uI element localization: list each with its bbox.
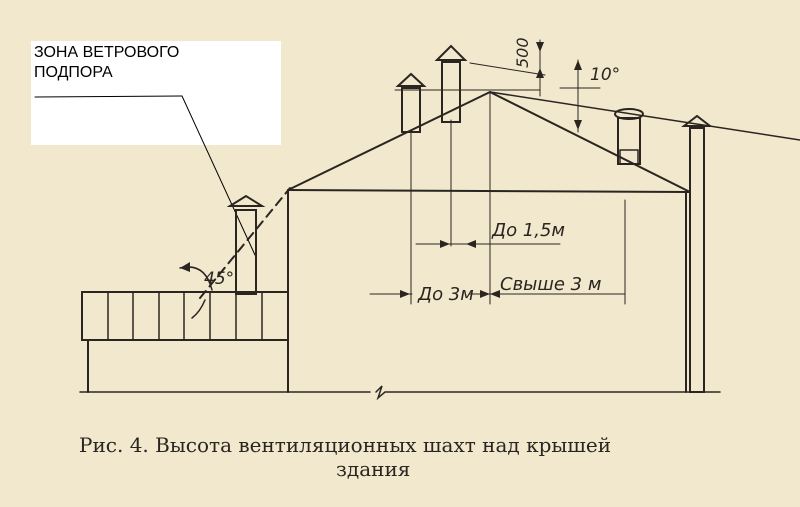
callout-box bbox=[31, 41, 281, 145]
annex-shaft bbox=[226, 194, 266, 295]
ten-degree-line bbox=[489, 91, 800, 141]
dim-500-label: 500 bbox=[513, 37, 532, 68]
angle-45-label: 45° bbox=[204, 269, 234, 289]
over-3m-label: Свыше 3 м bbox=[500, 274, 601, 295]
ground-line bbox=[79, 385, 721, 401]
wind-zone-boundary bbox=[199, 187, 291, 299]
angle-10-label: 10° bbox=[590, 65, 620, 85]
up-to-3m-label: До 3м bbox=[417, 284, 474, 305]
shaft-right-slope bbox=[614, 108, 644, 165]
caption-line-1: Рис. 4. Высота вентиляционных шахт над к… bbox=[79, 433, 611, 457]
wind-pressure-zone-label: ЗОНА ВЕТРОВОГО ПОДПОРА bbox=[34, 44, 180, 81]
tall-shaft bbox=[681, 114, 713, 393]
main-building bbox=[287, 91, 691, 393]
callout-leader-line bbox=[181, 95, 256, 256]
up-to-1-5m-label: До 1,5м bbox=[491, 220, 565, 241]
shaft-near-ridge-1 bbox=[395, 72, 427, 133]
caption-line-2: здания bbox=[336, 457, 410, 481]
low-building bbox=[81, 291, 289, 393]
callout-leader-underline bbox=[34, 95, 183, 98]
